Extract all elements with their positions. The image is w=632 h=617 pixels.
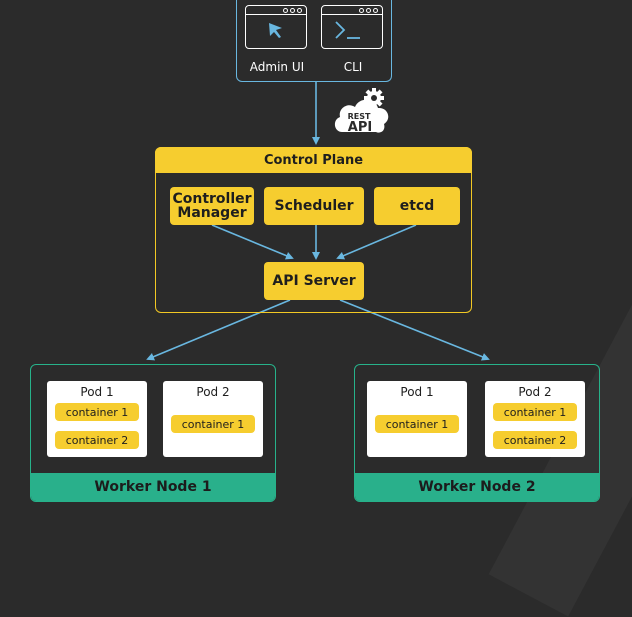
clients-box: Admin UI CLI (236, 0, 392, 82)
control-plane-title: Control Plane (155, 147, 472, 173)
container-chip: container 1 (171, 415, 255, 433)
gear-icon (364, 88, 384, 108)
container-chip: container 2 (55, 431, 139, 449)
arrow-etcd-to-api (336, 224, 417, 260)
admin-ui-label: Admin UI (249, 60, 305, 74)
pod-label: Pod 1 (80, 385, 114, 399)
api-label: API (348, 120, 372, 135)
rest-label: REST (348, 112, 371, 121)
etcd-block: etcd (374, 187, 460, 225)
arrow-api-to-worker-1 (146, 299, 291, 361)
worker-node-label: Worker Node 1 (31, 473, 275, 501)
container-chip: container 1 (375, 415, 459, 433)
terminal-prompt-icon (335, 21, 360, 39)
worker-node-1: Pod 1 container 1 container 2 Pod 2 cont… (30, 364, 276, 502)
controller-manager-line1: Controller (172, 191, 252, 207)
worker-node-2: Pod 1 container 1 Pod 2 container 1 cont… (354, 364, 600, 502)
cli-label: CLI (343, 60, 363, 74)
controller-manager-line2: Manager (177, 205, 247, 221)
pod-label: Pod 2 (196, 385, 230, 399)
api-server-block: API Server (264, 262, 364, 300)
kubernetes-architecture-diagram: Admin UI CLI REST API Control Plane Cont… (30, 0, 600, 502)
worker-node-label: Worker Node 2 (355, 473, 599, 501)
arrow-api-to-worker-2 (339, 299, 490, 361)
cursor-icon (269, 23, 282, 38)
pod-label: Pod 2 (518, 385, 552, 399)
admin-ui-window-icon (245, 5, 307, 49)
connector-arrows (146, 82, 490, 361)
pod-card: Pod 1 container 1 (367, 381, 467, 457)
arrow-controller-to-api (211, 224, 294, 260)
pod-card: Pod 1 container 1 container 2 (47, 381, 147, 457)
cli-terminal-icon (321, 5, 383, 49)
container-chip: container 2 (493, 431, 577, 449)
pod-label: Pod 1 (400, 385, 434, 399)
container-chip: container 1 (493, 403, 577, 421)
rest-api-cloud-icon: REST API (334, 88, 389, 135)
pod-card: Pod 2 container 1 (163, 381, 263, 457)
container-chip: container 1 (55, 403, 139, 421)
controller-manager-block: Controller Manager (170, 187, 254, 225)
pod-card: Pod 2 container 1 container 2 (485, 381, 585, 457)
scheduler-block: Scheduler (264, 187, 364, 225)
